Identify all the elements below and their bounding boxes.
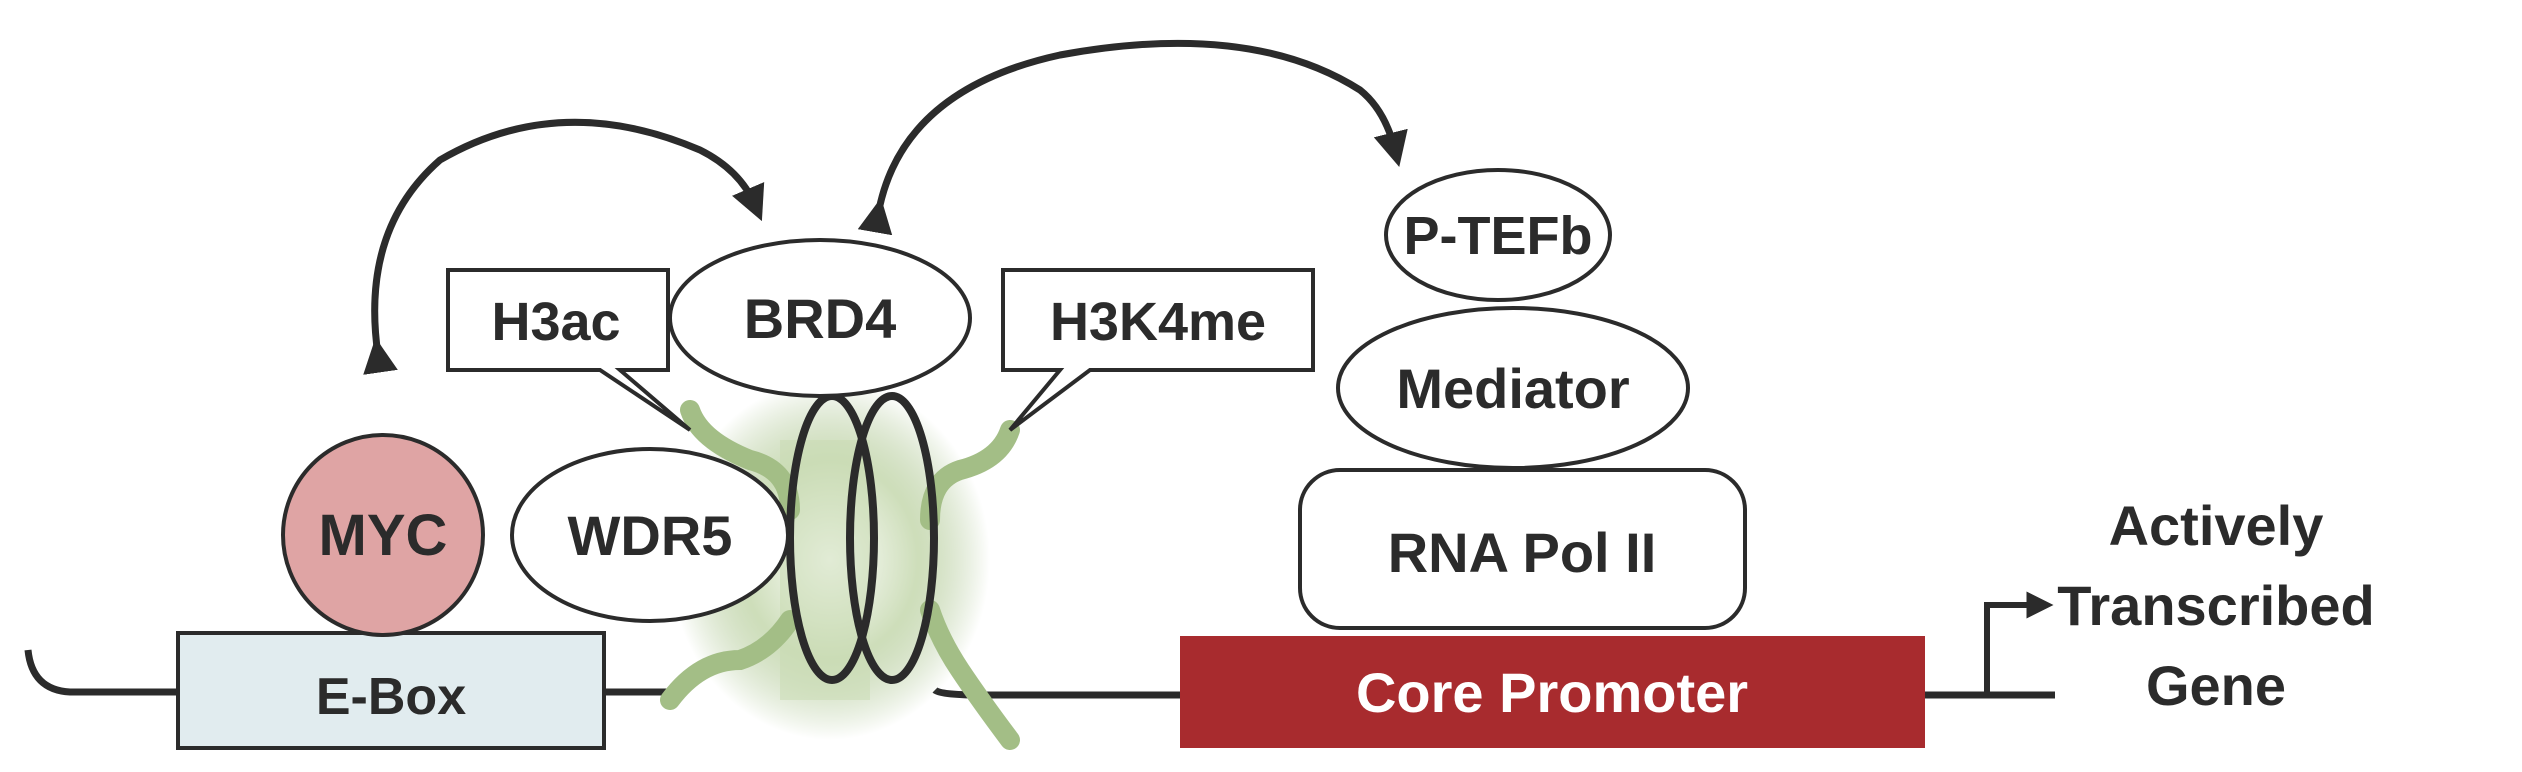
gene-label: Actively Transcribed Gene bbox=[2057, 494, 2374, 717]
h3ac-callout: H3ac bbox=[446, 268, 692, 432]
mediator-complex: Mediator bbox=[1336, 306, 1690, 470]
ptefb-label: P-TEFb bbox=[1404, 206, 1593, 266]
brd4-label: BRD4 bbox=[744, 287, 896, 350]
arrow-brd4-myc bbox=[363, 118, 765, 375]
arrow-brd4-ptefb bbox=[857, 39, 1408, 236]
myc-protein: MYC bbox=[281, 433, 485, 637]
h3ac-label: H3ac bbox=[491, 292, 620, 352]
gene-label-line3: Gene bbox=[2146, 654, 2286, 717]
mediator-label: Mediator bbox=[1396, 357, 1629, 420]
ebox-element: E-Box bbox=[176, 631, 606, 750]
h3k4me-callout: H3K4me bbox=[1001, 268, 1315, 432]
histone-tail bbox=[920, 600, 1020, 750]
wdr5-label: WDR5 bbox=[568, 504, 733, 567]
nucleosome-dna-loop bbox=[846, 392, 938, 684]
gene-label-line1: Actively bbox=[2109, 494, 2324, 557]
ptefb-complex: P-TEFb bbox=[1384, 168, 1612, 302]
dna-strand-left bbox=[24, 649, 680, 696]
myc-label: MYC bbox=[319, 503, 448, 568]
transcription-start-arrow bbox=[1984, 591, 2054, 693]
rna-pol-ii: RNA Pol II bbox=[1298, 468, 1747, 630]
rna-pol-label: RNA Pol II bbox=[1388, 521, 1657, 584]
gene-label-line2: Transcribed bbox=[2057, 574, 2374, 637]
core-promoter-label: Core Promoter bbox=[1356, 661, 1748, 724]
ebox-label: E-Box bbox=[316, 668, 466, 726]
wdr5-protein: WDR5 bbox=[510, 447, 790, 623]
h3k4me-label: H3K4me bbox=[1050, 292, 1266, 352]
core-promoter: Core Promoter bbox=[1180, 636, 1925, 748]
nucleosome bbox=[660, 380, 1020, 750]
histone-tail bbox=[660, 610, 800, 710]
brd4-protein: BRD4 bbox=[668, 238, 972, 398]
histone-tail bbox=[680, 400, 800, 520]
